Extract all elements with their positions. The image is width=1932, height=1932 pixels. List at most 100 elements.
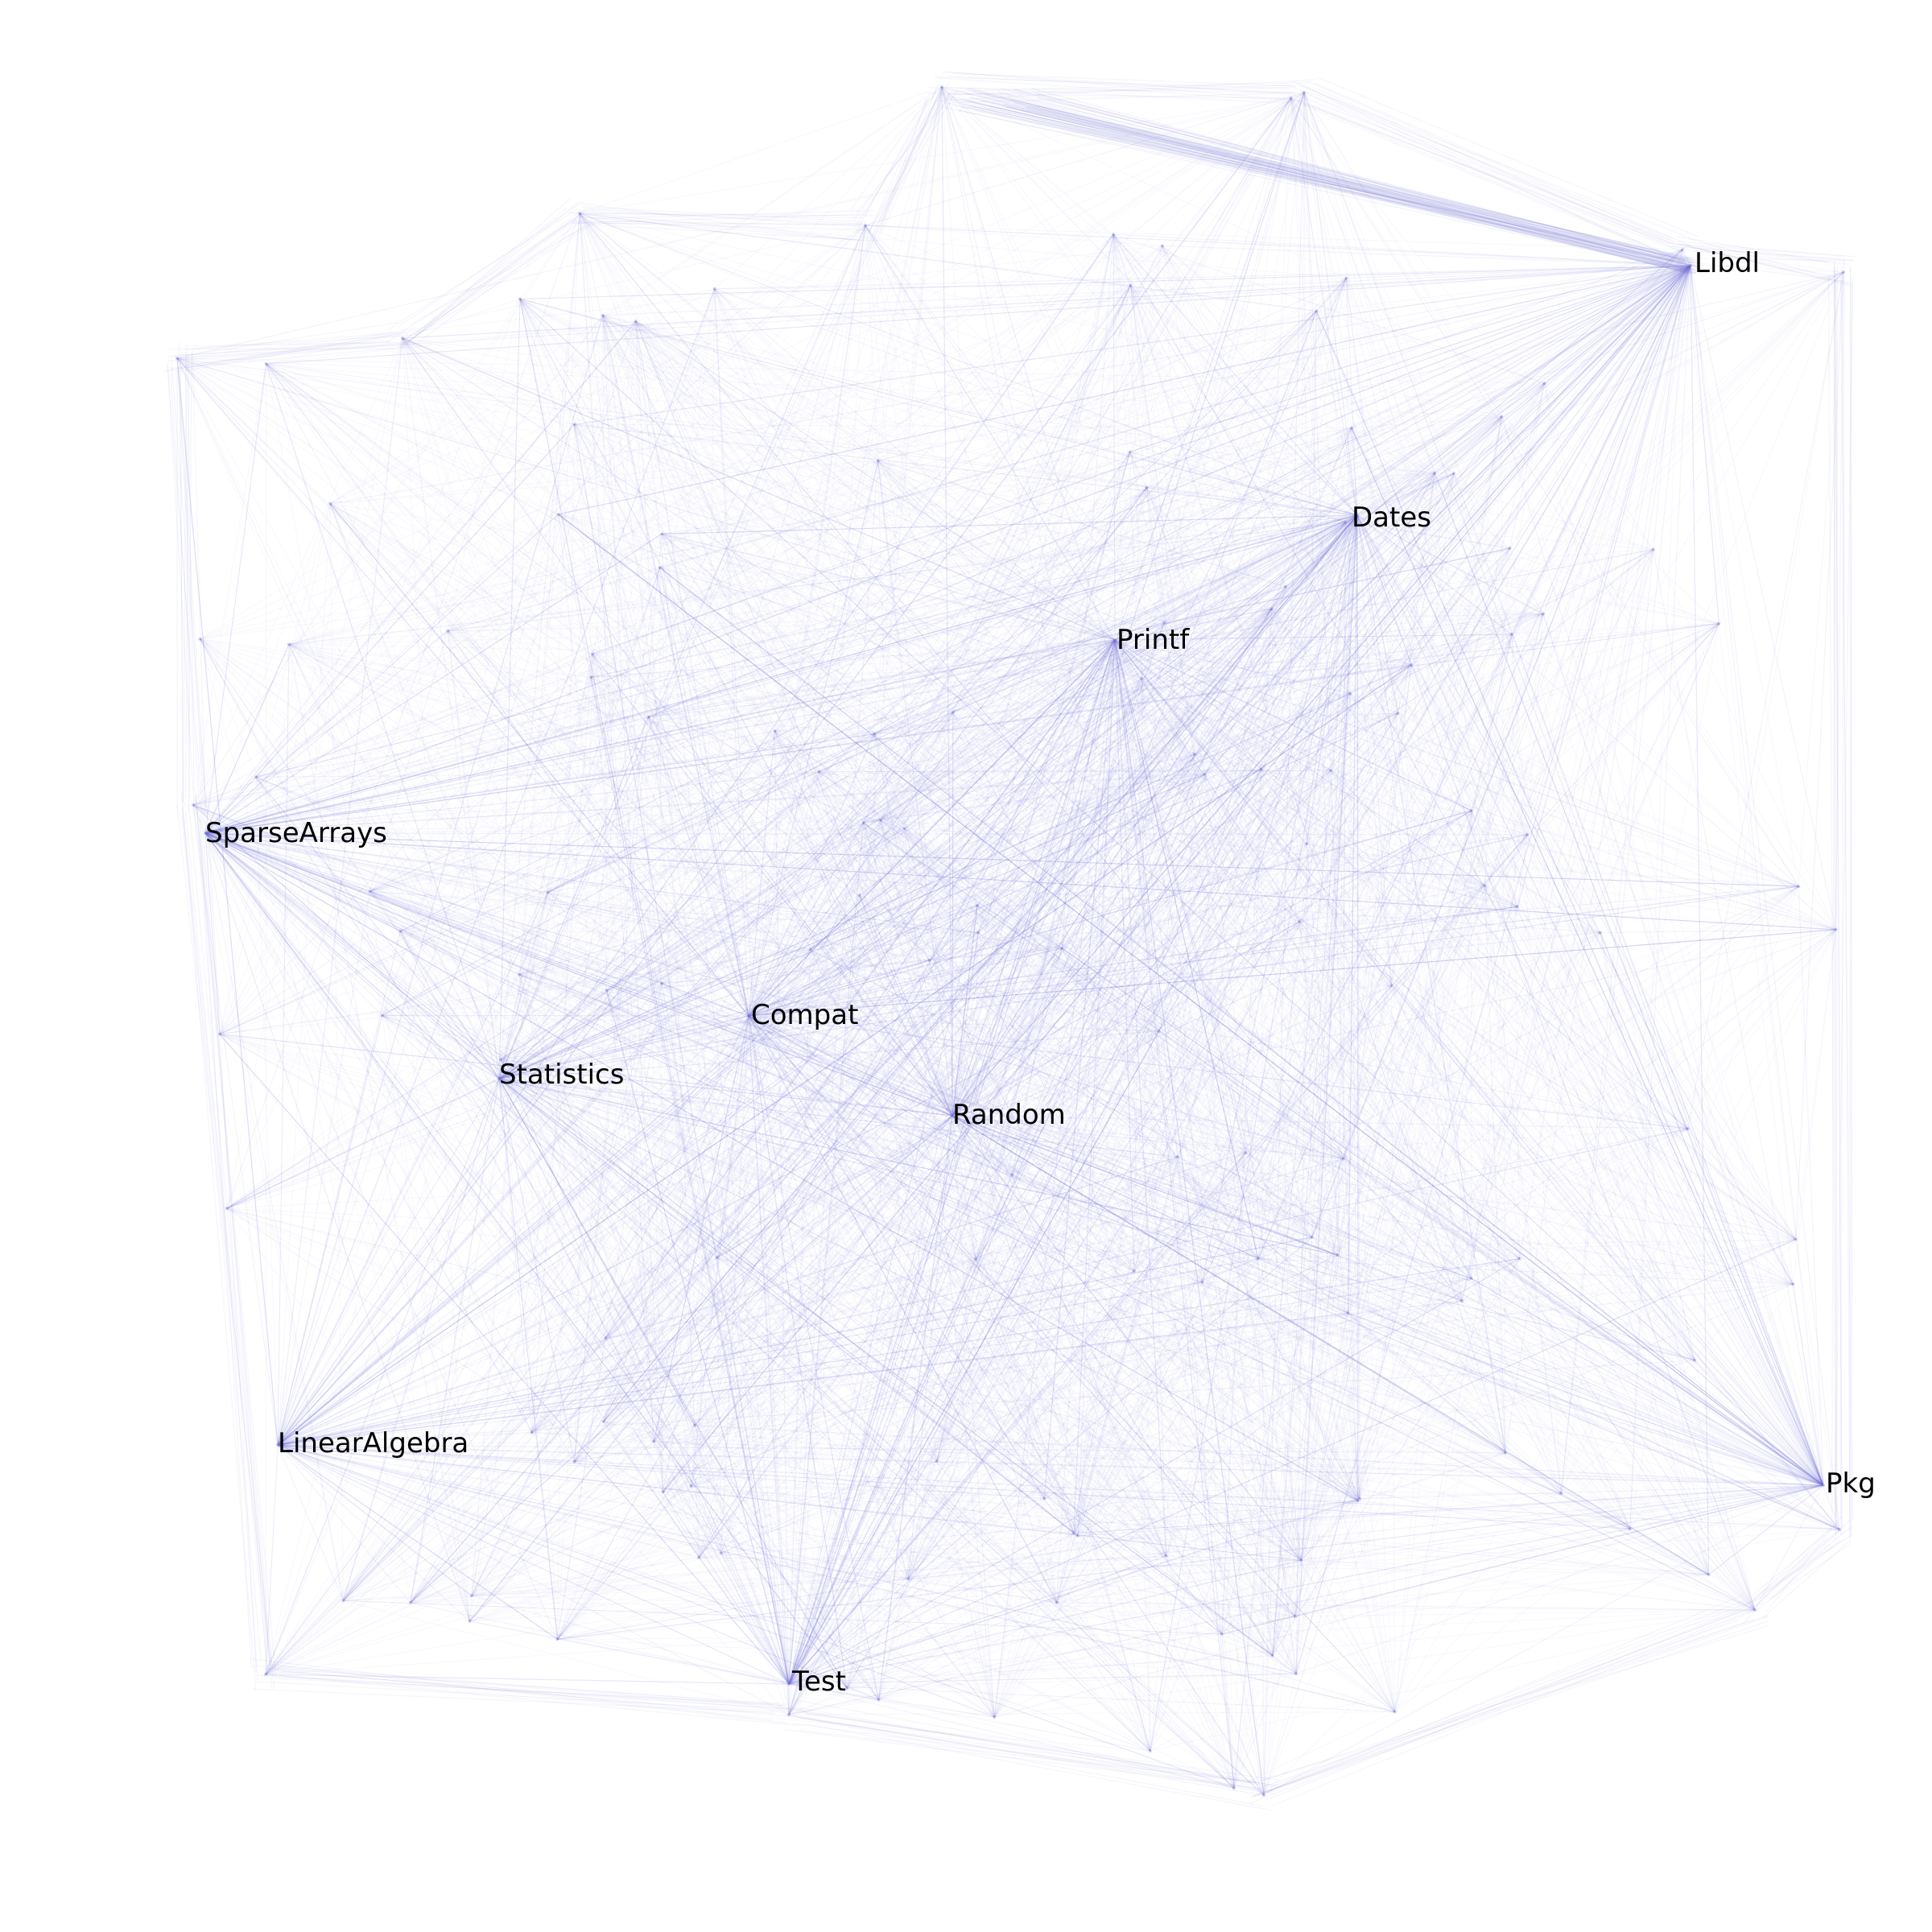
edge xyxy=(788,639,1116,1715)
edge xyxy=(574,423,1346,523)
edge xyxy=(1194,514,1358,755)
edge xyxy=(204,774,1205,834)
edge xyxy=(1304,102,1678,258)
edge xyxy=(1298,921,1396,1712)
edge xyxy=(788,473,1435,1715)
edge xyxy=(226,905,978,1209)
edge xyxy=(1044,1128,1689,1499)
edge xyxy=(500,1059,1562,1494)
edge xyxy=(192,804,500,1080)
edge xyxy=(498,1015,749,1080)
edge xyxy=(498,1078,691,1487)
edge xyxy=(659,567,1344,1159)
edge xyxy=(714,288,1719,625)
edge xyxy=(1356,473,1455,516)
edge xyxy=(720,1553,879,1700)
edge xyxy=(952,1115,976,1260)
edge xyxy=(410,514,1358,1604)
edge xyxy=(342,771,819,1601)
graph-node xyxy=(341,1599,345,1603)
edge xyxy=(498,932,979,1080)
edge xyxy=(1077,1535,1297,1674)
edge xyxy=(952,265,1691,1117)
edge xyxy=(863,623,1719,824)
edge xyxy=(846,92,1305,1689)
edge xyxy=(1061,947,1520,1259)
graph-node xyxy=(1269,607,1274,611)
edge xyxy=(748,770,1331,1017)
edge xyxy=(399,460,879,932)
graph-node xyxy=(712,287,716,291)
edge xyxy=(266,363,1223,1635)
edge xyxy=(400,828,905,932)
edge xyxy=(592,654,879,1700)
edge xyxy=(204,832,1359,1501)
edge xyxy=(774,86,943,732)
edge xyxy=(877,1115,953,1700)
edge xyxy=(176,265,1691,359)
edge xyxy=(1300,1258,1521,1561)
edge xyxy=(602,315,1653,551)
edge xyxy=(204,832,1756,1611)
graph-node xyxy=(817,770,821,774)
edge xyxy=(648,613,1544,718)
edge xyxy=(1690,265,1710,1575)
edge xyxy=(1311,265,1691,1238)
edge xyxy=(788,1030,1160,1685)
edge xyxy=(748,712,954,1017)
edge xyxy=(277,1312,1348,1446)
edge xyxy=(498,886,1799,1080)
edge xyxy=(977,452,1131,933)
edge xyxy=(547,639,1116,894)
edge xyxy=(1346,265,1691,279)
edge xyxy=(661,905,978,985)
edge xyxy=(947,102,1698,270)
edge xyxy=(1221,1609,1756,1635)
edge xyxy=(788,771,819,1685)
edge xyxy=(859,249,1683,896)
edge xyxy=(579,213,1297,1674)
edge xyxy=(605,1128,1688,1339)
edge xyxy=(908,1484,1824,1580)
graph-node xyxy=(572,1459,576,1463)
edge xyxy=(204,832,1344,1159)
edge xyxy=(226,1078,500,1209)
edge xyxy=(748,769,1261,1017)
edge xyxy=(653,1015,749,1442)
edge xyxy=(329,86,943,505)
edge xyxy=(329,503,953,1117)
edge xyxy=(647,716,1151,1752)
edge xyxy=(698,678,1143,1558)
edge xyxy=(204,832,221,1034)
edge xyxy=(200,638,1235,1789)
edge xyxy=(952,622,1165,1117)
edge xyxy=(788,1115,953,1715)
edge xyxy=(277,320,637,1446)
edge xyxy=(635,320,1689,1129)
edge xyxy=(204,503,331,834)
edge xyxy=(952,693,1351,1117)
edge xyxy=(204,832,811,951)
edge xyxy=(1356,514,1794,1285)
edge xyxy=(265,810,1472,1675)
edge xyxy=(936,1460,1824,1486)
edge xyxy=(605,1128,1688,1339)
edge xyxy=(952,586,1286,1117)
edge xyxy=(865,225,1195,755)
edge xyxy=(277,892,548,1446)
edge xyxy=(1011,921,1300,1176)
edge xyxy=(200,638,691,1487)
edge xyxy=(1114,639,1472,811)
edge xyxy=(1056,514,1358,1604)
edge xyxy=(498,769,1262,1080)
edge xyxy=(1290,97,1502,417)
edge xyxy=(342,1078,500,1601)
edge xyxy=(846,1283,1794,1689)
edge xyxy=(448,613,1544,632)
edge xyxy=(788,905,978,1685)
edge xyxy=(402,337,953,1117)
edge xyxy=(1011,1174,1824,1486)
edge xyxy=(200,638,1344,1159)
edge xyxy=(204,514,1358,834)
edge xyxy=(369,427,1352,892)
